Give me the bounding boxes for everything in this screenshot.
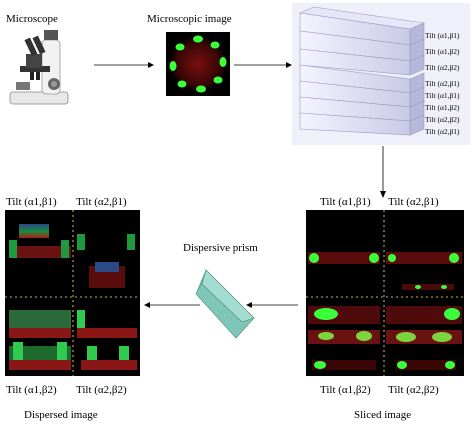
arrow-left-1 bbox=[246, 302, 298, 308]
dispersed-tilt-top-left: Tilt (α1,β1) bbox=[6, 196, 57, 208]
sliced-tilt-bottom-left: Tilt (α1,β2) bbox=[320, 384, 371, 396]
dispersed-tilt-bottom-left: Tilt (α1,β2) bbox=[6, 384, 57, 396]
dispersive-prism-label: Dispersive prism bbox=[183, 242, 258, 254]
slicer-tilt-label: Tilt (α1,β1) bbox=[425, 31, 460, 40]
arrow-down bbox=[380, 146, 386, 198]
microscopic-image bbox=[166, 32, 230, 96]
slicer-tilt-label: Tilt (α2,β2) bbox=[425, 63, 460, 72]
microscope-label: Microscope bbox=[6, 13, 58, 25]
slicer-tilt-label: Tilt (α2,β1) bbox=[425, 127, 460, 136]
sliced-tilt-top-left: Tilt (α1,β1) bbox=[320, 196, 371, 208]
dispersed-image-label: Dispersed image bbox=[24, 409, 98, 421]
arrow-right-1 bbox=[94, 62, 154, 68]
slicer-tilt-label: Tilt (α2,β1) bbox=[425, 79, 460, 88]
microscope-icon bbox=[9, 30, 69, 105]
image-slicer bbox=[292, 3, 470, 145]
sliced-tilt-top-right: Tilt (α2,β1) bbox=[388, 196, 439, 208]
dispersed-image bbox=[5, 210, 140, 376]
slicer-tilt-label: Tilt (α2,β2) bbox=[425, 115, 460, 124]
slicer-tilt-label: Tilt (α1,β1) bbox=[425, 91, 460, 100]
slicer-tilt-label: Tilt (α1,β2) bbox=[425, 103, 460, 112]
arrow-left-2 bbox=[144, 302, 200, 308]
sliced-image-label: Sliced image bbox=[354, 409, 412, 421]
prism-icon bbox=[195, 269, 255, 339]
dispersed-tilt-bottom-right: Tilt (α2,β2) bbox=[76, 384, 127, 396]
sliced-image bbox=[306, 210, 464, 376]
dispersed-tilt-top-right: Tilt (α2,β1) bbox=[76, 196, 127, 208]
slicer-tilt-label: Tilt (α1,β2) bbox=[425, 47, 460, 56]
sliced-tilt-bottom-right: Tilt (α2,β2) bbox=[388, 384, 439, 396]
arrow-right-2 bbox=[234, 62, 292, 68]
microscopic-image-label: Microscopic image bbox=[147, 13, 232, 25]
